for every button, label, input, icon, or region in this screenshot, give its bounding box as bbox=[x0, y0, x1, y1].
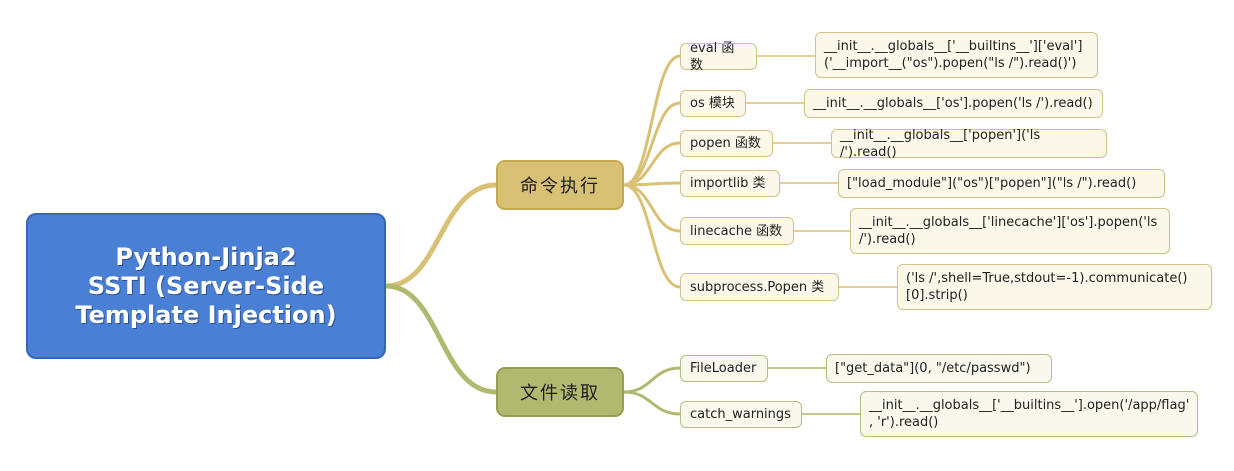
payload-importlib: ["load_module"]("os")["popen"]("ls /").r… bbox=[838, 169, 1165, 198]
category-file-read: 文件读取 bbox=[496, 367, 624, 417]
method-eval: eval 函数 bbox=[680, 41, 757, 73]
link-cmd-os bbox=[622, 101, 682, 187]
link-cmd-subprocess bbox=[622, 183, 682, 289]
payload-linecache: __init__.__globals__['linecache']['os'].… bbox=[850, 208, 1170, 254]
method-fileloader: FileLoader bbox=[680, 355, 768, 382]
link-root-file bbox=[383, 283, 499, 395]
link-cmd-eval bbox=[622, 54, 682, 187]
payload-eval: __init__.__globals__['__builtins__']['ev… bbox=[815, 32, 1098, 78]
link-file-fileloader bbox=[622, 366, 682, 394]
method-os: os 模块 bbox=[680, 90, 746, 117]
root-node: Python-Jinja2 SSTI (Server-Side Template… bbox=[26, 213, 386, 359]
method-linecache: linecache 函数 bbox=[680, 217, 794, 245]
link-root-cmd bbox=[383, 182, 499, 289]
payload-catch-warnings: __init__.__globals__['__builtins__'].ope… bbox=[860, 391, 1198, 437]
payload-subprocess-popen: ('ls /',shell=True,stdout=-1).communicat… bbox=[897, 264, 1212, 310]
method-subprocess-popen: subprocess.Popen 类 bbox=[680, 273, 839, 301]
link-cmd-linecache bbox=[622, 183, 682, 233]
method-popen: popen 函数 bbox=[680, 130, 773, 157]
payload-popen: __init__.__globals__['popen']('ls /').re… bbox=[831, 128, 1107, 160]
category-command-execution: 命令执行 bbox=[496, 160, 624, 210]
payload-fileloader: ["get_data"](0, "/etc/passwd") bbox=[826, 354, 1052, 383]
method-catch-warnings: catch_warnings bbox=[680, 401, 802, 428]
link-file-catch bbox=[622, 390, 682, 416]
payload-os: __init__.__globals__['os'].popen('ls /')… bbox=[804, 89, 1103, 118]
method-importlib: importlib 类 bbox=[680, 170, 780, 197]
